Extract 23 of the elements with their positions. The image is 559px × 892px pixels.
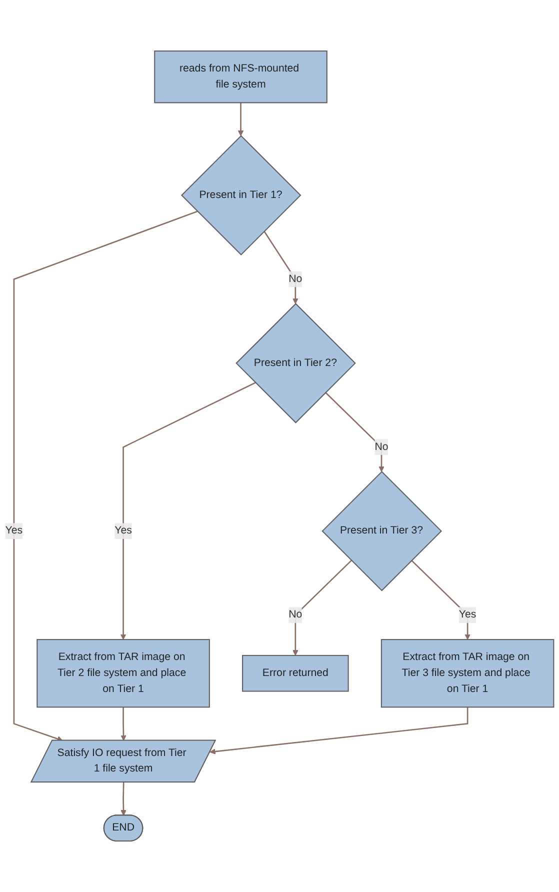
arrow: [210, 707, 468, 754]
node-box: Extract from TAR image on Tier 3 file system and place on Tier 1: [380, 639, 554, 708]
edge-label: Yes: [458, 609, 476, 620]
arrow: [264, 230, 298, 304]
arrow: [411, 560, 470, 640]
edge-label: No: [288, 609, 302, 620]
node-box: Extract from TAR image on Tier 2 file system and place on Tier 1: [36, 639, 210, 708]
arrow: [120, 707, 126, 741]
edge-label: No: [288, 273, 302, 285]
node-box: Error returned: [242, 654, 349, 692]
arrow: [325, 392, 384, 472]
edge-label: Yes: [5, 525, 23, 536]
arrow: [292, 560, 352, 656]
node-diamond: Present in Tier 2?: [236, 303, 356, 424]
arrow: [13, 210, 198, 742]
arrow: [120, 782, 126, 816]
arrow: [238, 102, 244, 136]
node-diamond: Present in Tier 3?: [322, 470, 442, 592]
edge-label: No: [374, 441, 388, 452]
arrow: [120, 382, 256, 640]
edge-label: Yes: [114, 525, 132, 536]
node-diamond: Present in Tier 1?: [180, 135, 302, 256]
node-box: reads from NFS-mounted file system: [154, 50, 328, 104]
